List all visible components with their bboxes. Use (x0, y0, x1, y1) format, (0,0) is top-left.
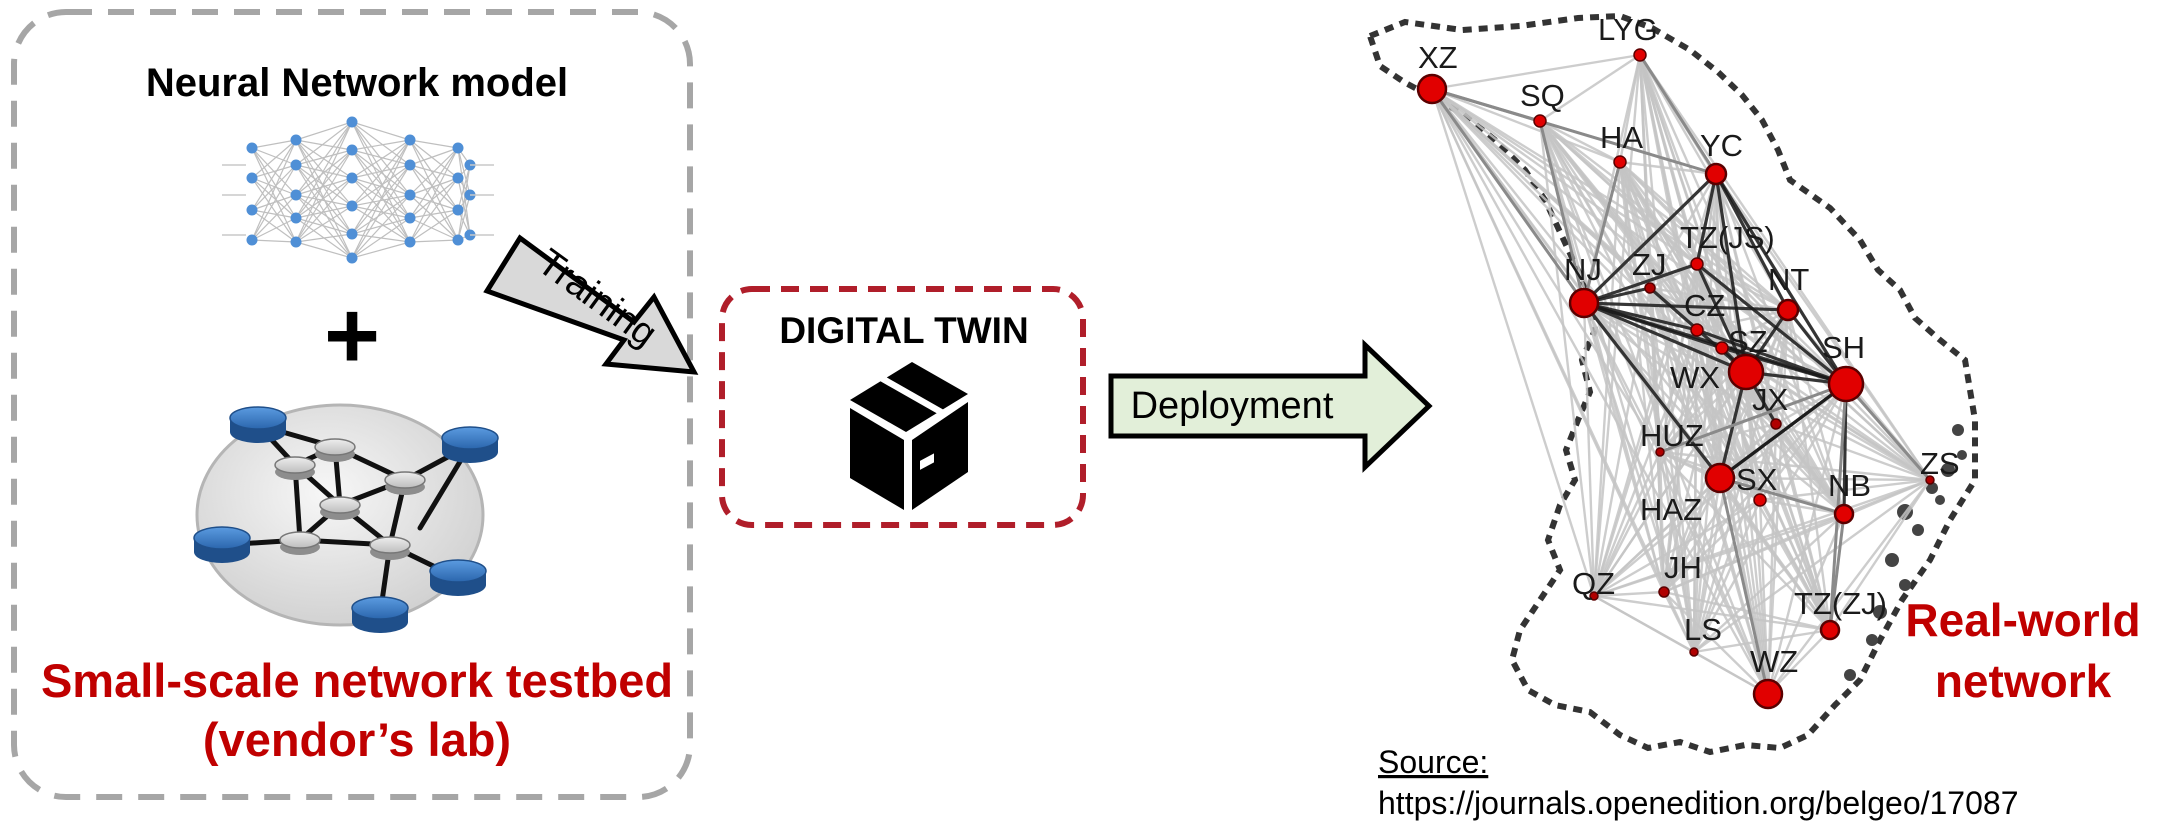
city-label-wx: WX (1670, 360, 1720, 395)
real-world-network-map: XZ LYG SQ HA YC TZ(JS) NJ ZJ CZ NT SZ SH… (1366, 12, 1978, 756)
nn-neuron (246, 172, 258, 184)
city-node-zs (1925, 475, 1935, 485)
real-world-label-line2: network (1935, 655, 2112, 707)
nn-neuron (246, 234, 258, 246)
nn-neuron (346, 200, 358, 212)
city-node-sq (1533, 114, 1547, 128)
city-node-yc (1704, 162, 1728, 186)
city-label-nt: NT (1768, 262, 1809, 297)
city-label-nb: NB (1828, 468, 1871, 503)
city-label-jh: JH (1664, 550, 1702, 585)
city-node-wx (1715, 341, 1729, 355)
city-node-wz (1752, 678, 1784, 710)
city-node-haz (1753, 493, 1767, 507)
city-label-zj: ZJ (1632, 247, 1666, 282)
city-label-sx: SX (1736, 462, 1778, 497)
city-node-xz (1416, 73, 1448, 105)
city-node-nj (1568, 287, 1600, 319)
city-label-huz: HUZ (1640, 418, 1704, 453)
nn-neuron (346, 116, 358, 128)
city-label-haz: HAZ (1640, 492, 1702, 527)
city-node-sh (1827, 365, 1865, 403)
city-label-tzzj: TZ(ZJ) (1794, 586, 1887, 621)
nn-neuron (246, 142, 258, 154)
nn-title: Neural Network model (146, 61, 568, 105)
city-node-huz (1655, 447, 1665, 457)
plus-icon: + (324, 282, 380, 389)
city-label-sq: SQ (1520, 78, 1565, 113)
nn-neuron (290, 159, 302, 171)
city-label-lyg: LYG (1598, 12, 1658, 47)
deployment-label: Deployment (1131, 385, 1334, 427)
nn-neuron (346, 252, 358, 264)
city-label-yc: YC (1700, 128, 1743, 163)
nn-neuron (346, 144, 358, 156)
nn-neuron (452, 172, 464, 184)
nn-neuron (452, 142, 464, 154)
nn-neuron (290, 189, 302, 201)
city-label-sz: SZ (1728, 324, 1768, 359)
box-icon (850, 362, 968, 510)
testbed-label-line1: Small-scale network testbed (41, 654, 673, 707)
deployment-arrow: Deployment (1108, 339, 1433, 473)
city-label-cz: CZ (1684, 288, 1725, 323)
nn-neuron (346, 172, 358, 184)
city-node-tzjs (1690, 257, 1704, 271)
nn-neuron (404, 189, 416, 201)
city-label-ha: HA (1600, 120, 1643, 155)
network-testbed-icon (193, 403, 499, 633)
city-label-tzjs: TZ(JS) (1680, 220, 1775, 255)
city-label-ls: LS (1684, 612, 1722, 647)
city-label-jx: JX (1752, 382, 1789, 417)
city-node-sx (1704, 462, 1736, 494)
digital-twin-box (719, 286, 1086, 528)
nn-neuron (452, 204, 464, 216)
source-label: Source: (1378, 744, 1488, 780)
nn-neuron (290, 236, 302, 248)
city-label-sh: SH (1822, 330, 1865, 365)
city-node-tzzj (1819, 619, 1841, 641)
nn-neuron (246, 204, 258, 216)
training-arrow: Training (483, 234, 699, 375)
city-node-jx (1770, 418, 1782, 430)
nn-neuron (404, 159, 416, 171)
real-world-label-line1: Real-world (1905, 594, 2140, 646)
city-label-zs: ZS (1920, 446, 1960, 481)
source-url: https://journals.openedition.org/belgeo/… (1378, 785, 2018, 821)
neural-network-icon (222, 116, 494, 264)
testbed-label-line2: (vendor’s lab) (203, 713, 511, 766)
city-node-nt (1776, 298, 1800, 322)
nn-neuron (404, 236, 416, 248)
city-node-jh (1658, 586, 1670, 598)
nn-neuron (404, 134, 416, 146)
city-node-qz (1589, 591, 1599, 601)
nn-neuron (452, 234, 464, 246)
nn-neuron (290, 212, 302, 224)
city-label-qz: QZ (1572, 566, 1615, 601)
nn-neuron (404, 212, 416, 224)
city-node-ha (1613, 155, 1627, 169)
nn-neuron (346, 228, 358, 240)
nn-neuron (290, 134, 302, 146)
city-node-nb (1833, 503, 1855, 525)
city-node-cz (1690, 323, 1704, 337)
city-node-sz (1727, 353, 1765, 391)
digital-twin-title: DIGITAL TWIN (779, 310, 1028, 351)
city-node-ls (1689, 647, 1699, 657)
testbed-panel (11, 9, 693, 800)
city-node-zj (1644, 282, 1656, 294)
city-label-xz: XZ (1418, 40, 1458, 75)
city-label-wz: WZ (1750, 644, 1798, 679)
city-label-nj: NJ (1564, 252, 1602, 287)
city-node-lyg (1633, 48, 1647, 62)
